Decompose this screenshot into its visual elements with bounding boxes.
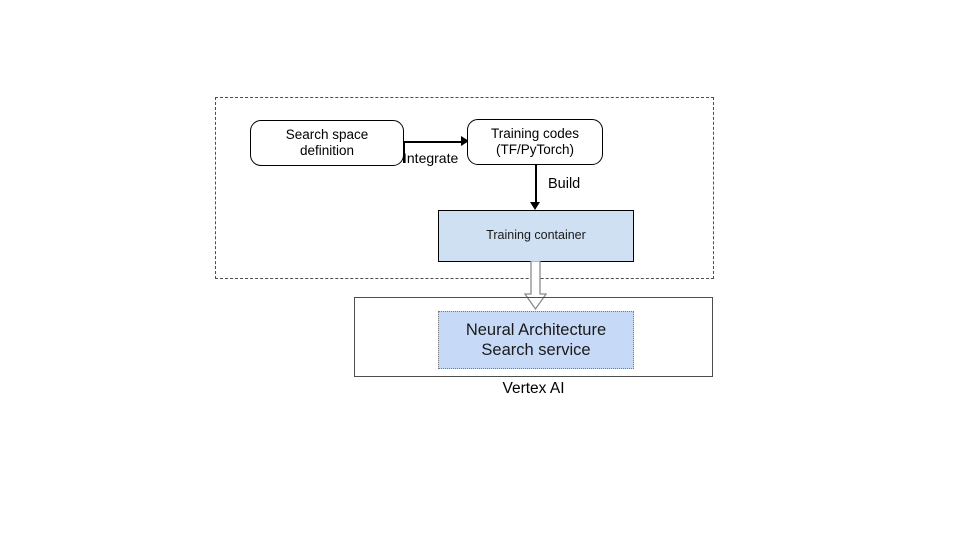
node-training-container-label: Training container: [486, 228, 586, 243]
node-training-container[interactable]: Training container: [438, 210, 634, 262]
edge-integrate-arrowhead: [461, 135, 469, 146]
node-vertex-ai-platform: [354, 297, 713, 377]
node-search-space-definition-label: Search space definition: [285, 126, 369, 158]
node-search-space-definition[interactable]: Search space definition: [250, 120, 404, 166]
node-training-codes[interactable]: Training codes (TF/PyTorch): [467, 119, 603, 165]
edge-integrate-line: [404, 141, 462, 143]
edge-integrate-label: Integrate: [403, 150, 459, 166]
edge-build-label: Build: [548, 176, 581, 192]
node-neural-architecture-search-service-label: Neural Architecture Search service: [465, 320, 607, 359]
node-neural-architecture-search-service[interactable]: Neural Architecture Search service: [438, 311, 634, 369]
vertex-ai-caption: Vertex AI: [502, 380, 565, 397]
user-environment-group-frame: [215, 97, 714, 279]
edge-build-arrowhead: [530, 202, 541, 210]
node-training-codes-label: Training codes (TF/PyTorch): [490, 125, 580, 157]
edge-build-line: [535, 165, 537, 203]
edge-integrate-stub: [403, 141, 405, 163]
